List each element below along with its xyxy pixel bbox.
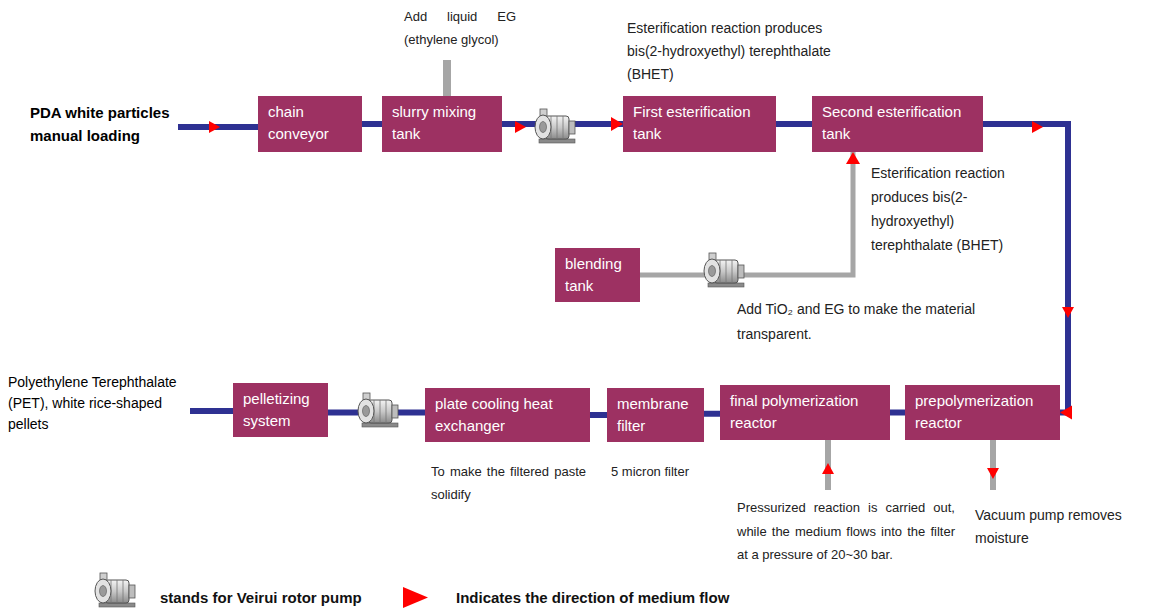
vacuum-line [990, 440, 996, 490]
process-box: plate cooling heat exchanger [425, 388, 590, 442]
arrow-head [611, 117, 623, 131]
box-text: pelletizing system [243, 388, 318, 432]
box-text: chain conveyor [268, 101, 352, 145]
flow-arrow [515, 121, 526, 133]
annotation-note: Pressurized reaction is carried out, whi… [737, 496, 955, 567]
flow-arrow [1062, 307, 1074, 318]
flow-connector [362, 121, 382, 127]
process-box: Second esterification tank [812, 96, 983, 152]
rotor-pump [704, 253, 744, 287]
flow-arrow [1032, 121, 1043, 133]
rotor-pump [535, 109, 575, 143]
process-box: blending tank [555, 248, 640, 302]
box-text: Second esterification tank [822, 101, 973, 145]
legend-pump-icon [95, 573, 135, 607]
box-text: plate cooling heat exchanger [435, 393, 580, 437]
arrow-head [1060, 406, 1072, 420]
box-text: First esterification tank [633, 101, 766, 145]
io-label: Polyethylene Terephthalate (PET), white … [8, 372, 203, 435]
output-line [190, 408, 234, 414]
flow-connector [640, 152, 853, 275]
legend-arrow-icon [403, 587, 428, 608]
box-text: final polymerization reactor [730, 390, 880, 434]
process-box: membrane filter [607, 388, 704, 442]
io-label: PDA white particles manual loading [30, 101, 195, 147]
process-box: prepolymerization reactor [905, 385, 1060, 440]
feed-line [443, 60, 451, 97]
flow-connector [704, 411, 720, 417]
legend-text: stands for Veirui rotor pump [160, 589, 362, 606]
process-box: First esterification tank [623, 96, 776, 152]
annotation-note: Add liquid EG (ethylene glycol) [404, 5, 516, 51]
process-box: chain conveyor [258, 96, 362, 152]
box-text: membrane filter [617, 393, 694, 437]
process-box: pelletizing system [233, 383, 328, 437]
process-box: slurry mixing tank [382, 96, 502, 152]
annotation-note: Add TiO₂ and EG to make the material tra… [737, 297, 1037, 347]
flow-connector [590, 412, 607, 418]
annotation-note: To make the filtered paste solidify [431, 460, 586, 506]
box-text: slurry mixing tank [392, 101, 492, 145]
process-box: final polymerization reactor [720, 385, 890, 440]
flow-arrow [987, 468, 999, 479]
annotation-note: Esterification reaction produces bis(2-h… [871, 161, 1034, 257]
annotation-note: Vacuum pump removes moisture [975, 504, 1140, 550]
box-text: prepolymerization reactor [915, 390, 1050, 434]
flow-arrow [209, 121, 220, 133]
box-text: blending tank [565, 253, 630, 297]
annotation-note: 5 micron filter [611, 460, 721, 483]
flow-connector [776, 121, 812, 127]
flow-arrow [822, 463, 834, 474]
arrow-head [846, 152, 860, 164]
flow-connector [890, 410, 905, 416]
legend-text: Indicates the direction of medium flow [456, 589, 729, 606]
annotation-note: Esterification reaction produces bis(2-h… [627, 17, 832, 86]
rotor-pump [358, 393, 398, 427]
